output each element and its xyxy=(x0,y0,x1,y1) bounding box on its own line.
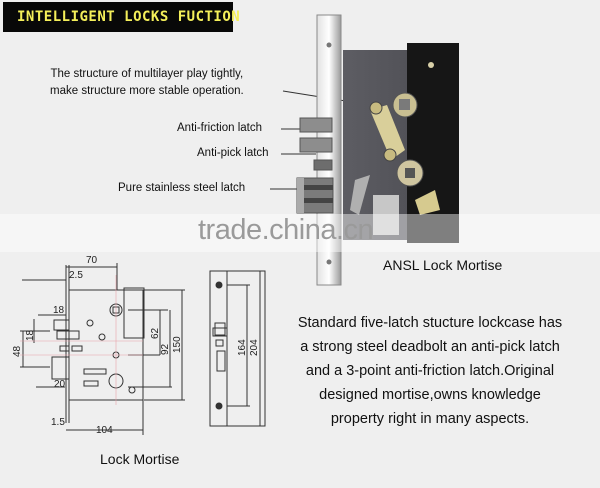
product-description: Standard five-latch stucture lockcase ha… xyxy=(262,311,598,431)
dim-150: 150 xyxy=(172,336,183,353)
dim-18-top: 18 xyxy=(53,305,65,316)
dim-204: 204 xyxy=(249,339,260,356)
dim-20: 20 xyxy=(54,379,66,390)
callout-anti-friction: Anti-friction latch xyxy=(177,122,263,134)
dim-18-side: 18 xyxy=(25,329,36,341)
dim-62: 62 xyxy=(150,327,161,339)
dim-70: 70 xyxy=(86,255,98,266)
callout-anti-pick: Anti-pick latch xyxy=(197,147,269,159)
header-title: INTELLIGENT LOCKS FUCTION xyxy=(17,9,241,25)
dim-2-5: 2.5 xyxy=(69,270,83,281)
description-line-5: property right in many aspects. xyxy=(330,411,530,427)
callout-multilayer-line2: make structure more stable operation. xyxy=(50,85,244,97)
callout-stainless: Pure stainless steel latch xyxy=(118,182,246,194)
description-line-3: and a 3-point anti-friction latch.Origin… xyxy=(305,363,555,379)
dim-48: 48 xyxy=(12,345,23,357)
watermark-band xyxy=(0,214,600,252)
dim-164: 164 xyxy=(237,339,248,356)
dim-104: 104 xyxy=(96,425,113,436)
description-line-1: Standard five-latch stucture lockcase ha… xyxy=(297,315,563,331)
dim-1-5: 1.5 xyxy=(51,417,65,428)
technical-drawing-side: 164 204 xyxy=(209,270,266,427)
description-line-4: designed mortise,owns knowledge xyxy=(319,387,541,403)
dim-92: 92 xyxy=(160,343,171,355)
header-banner: INTELLIGENT LOCKS FUCTION xyxy=(3,2,240,32)
caption-ansl-lock-mortise: ANSL Lock Mortise xyxy=(383,257,503,273)
description-line-2: a strong steel deadbolt an anti-pick lat… xyxy=(300,339,560,355)
callout-multilayer-line1: The structure of multilayer play tightly… xyxy=(50,68,244,80)
caption-lock-mortise: Lock Mortise xyxy=(100,451,180,467)
watermark-text: trade.china.cn xyxy=(198,214,374,246)
technical-drawing-front: 70 2.5 18 18 48 20 1.5 104 62 92 150 xyxy=(12,255,185,436)
callout-multilayer: The structure of multilayer play tightly… xyxy=(50,66,244,100)
lock-mortise-photo xyxy=(296,14,459,286)
